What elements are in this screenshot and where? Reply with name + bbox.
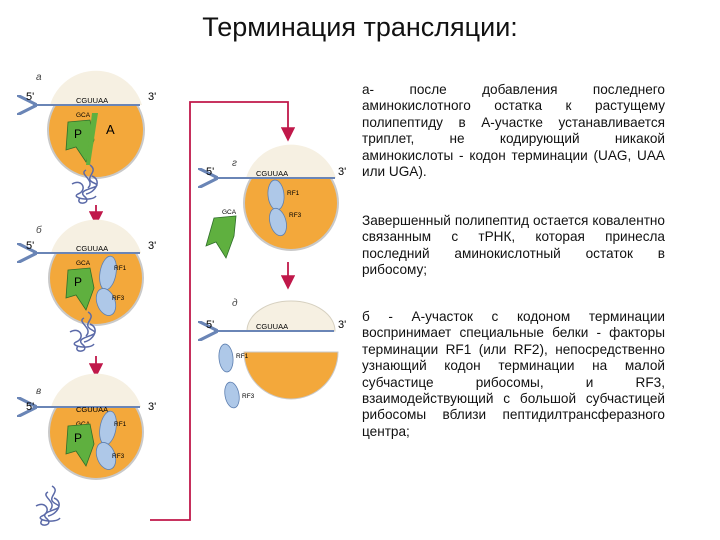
panel-letter-d: г [232,158,237,169]
mrna-sequence: CGUUAA [256,169,288,178]
mrna-sequence: CGUUAA [76,405,108,414]
mrna-3-label: 3' [148,401,156,413]
peptidyl-link [86,113,98,165]
panel-letter-e: д [232,298,238,309]
rf1-label: RF1 [236,353,249,360]
panel-letter-c: в [36,386,41,397]
paragraph-b: б - А-участок с кодоном терминации воспр… [362,309,665,439]
ribosome-top [50,70,142,105]
p-trna [65,423,95,467]
panel-a: а 5' 3' CGUUAA GCA P A [26,70,156,204]
rf3-label: RF3 [112,295,125,302]
panel-letter-a: а [36,72,42,83]
page-title: Терминация трансляции: [202,12,518,42]
ribosome-top [51,219,141,253]
mrna-5-label: 5' [206,166,214,178]
mrna-5-label: 5' [26,240,34,252]
polypeptide [71,164,98,204]
p-site-label: P [74,127,82,141]
panel-b: б 5' 3' CGUUAA GCA P RF1 RF3 [26,219,156,352]
rf3-label: RF3 [112,453,125,460]
a-site-label: A [106,122,115,137]
mrna-5-label: 5' [206,319,214,331]
p-site-label: P [74,275,82,289]
rf1-label: RF1 [114,265,127,272]
rf1-label: RF1 [287,190,300,197]
panel-letter-b: б [36,224,42,236]
rf1-label: RF1 [114,421,127,428]
mrna-sequence: CGUUAA [256,322,288,331]
mrna-sequence: CGUUAA [76,244,108,253]
rf3-factor [95,442,117,470]
mrna-sequence: CGUUAA [76,96,108,105]
panel-e: д 5' 3' CGUUAA RF1 RF3 [206,298,346,409]
p-site-label: P [74,431,82,445]
panel-d: г 5' 3' CGUUAA RF1 RF3 GCA [205,144,346,259]
anticodon-label: GCA [76,112,91,119]
polypeptide [69,311,96,352]
rf3-factor [269,207,287,237]
large-subunit [243,351,339,400]
small-subunit [246,300,336,332]
panel-c: в 5' 3' CGUUAA GCA P RF1 RF3 [26,373,156,526]
released-polypeptide [35,485,61,526]
rf3-factor [95,288,117,316]
rf3-label: RF3 [289,212,302,219]
ribosome-top [51,373,141,407]
rf3-label: RF3 [242,393,255,400]
ribosome-top [246,144,336,178]
mrna-3-label: 3' [148,91,156,103]
paragraph-a: а- после добавления последнего аминокисл… [362,82,665,180]
paragraph-polypeptide: Завершенный полипептид остается ковалент… [362,213,665,278]
rf1-factor [218,343,234,373]
arrow-c-to-d [150,101,296,521]
anticodon-label: GCA [76,260,91,267]
rf3-factor [224,381,240,409]
mrna-5-label: 5' [26,401,34,413]
mrna-3-label: 3' [338,319,346,331]
anticodon-label: GCA [222,209,237,216]
p-trna [65,267,95,311]
released-trna [205,215,237,259]
mrna-3-label: 3' [338,166,346,178]
mrna-5-label: 5' [26,91,34,103]
mrna-3-label: 3' [148,240,156,252]
p-trna [65,119,95,163]
